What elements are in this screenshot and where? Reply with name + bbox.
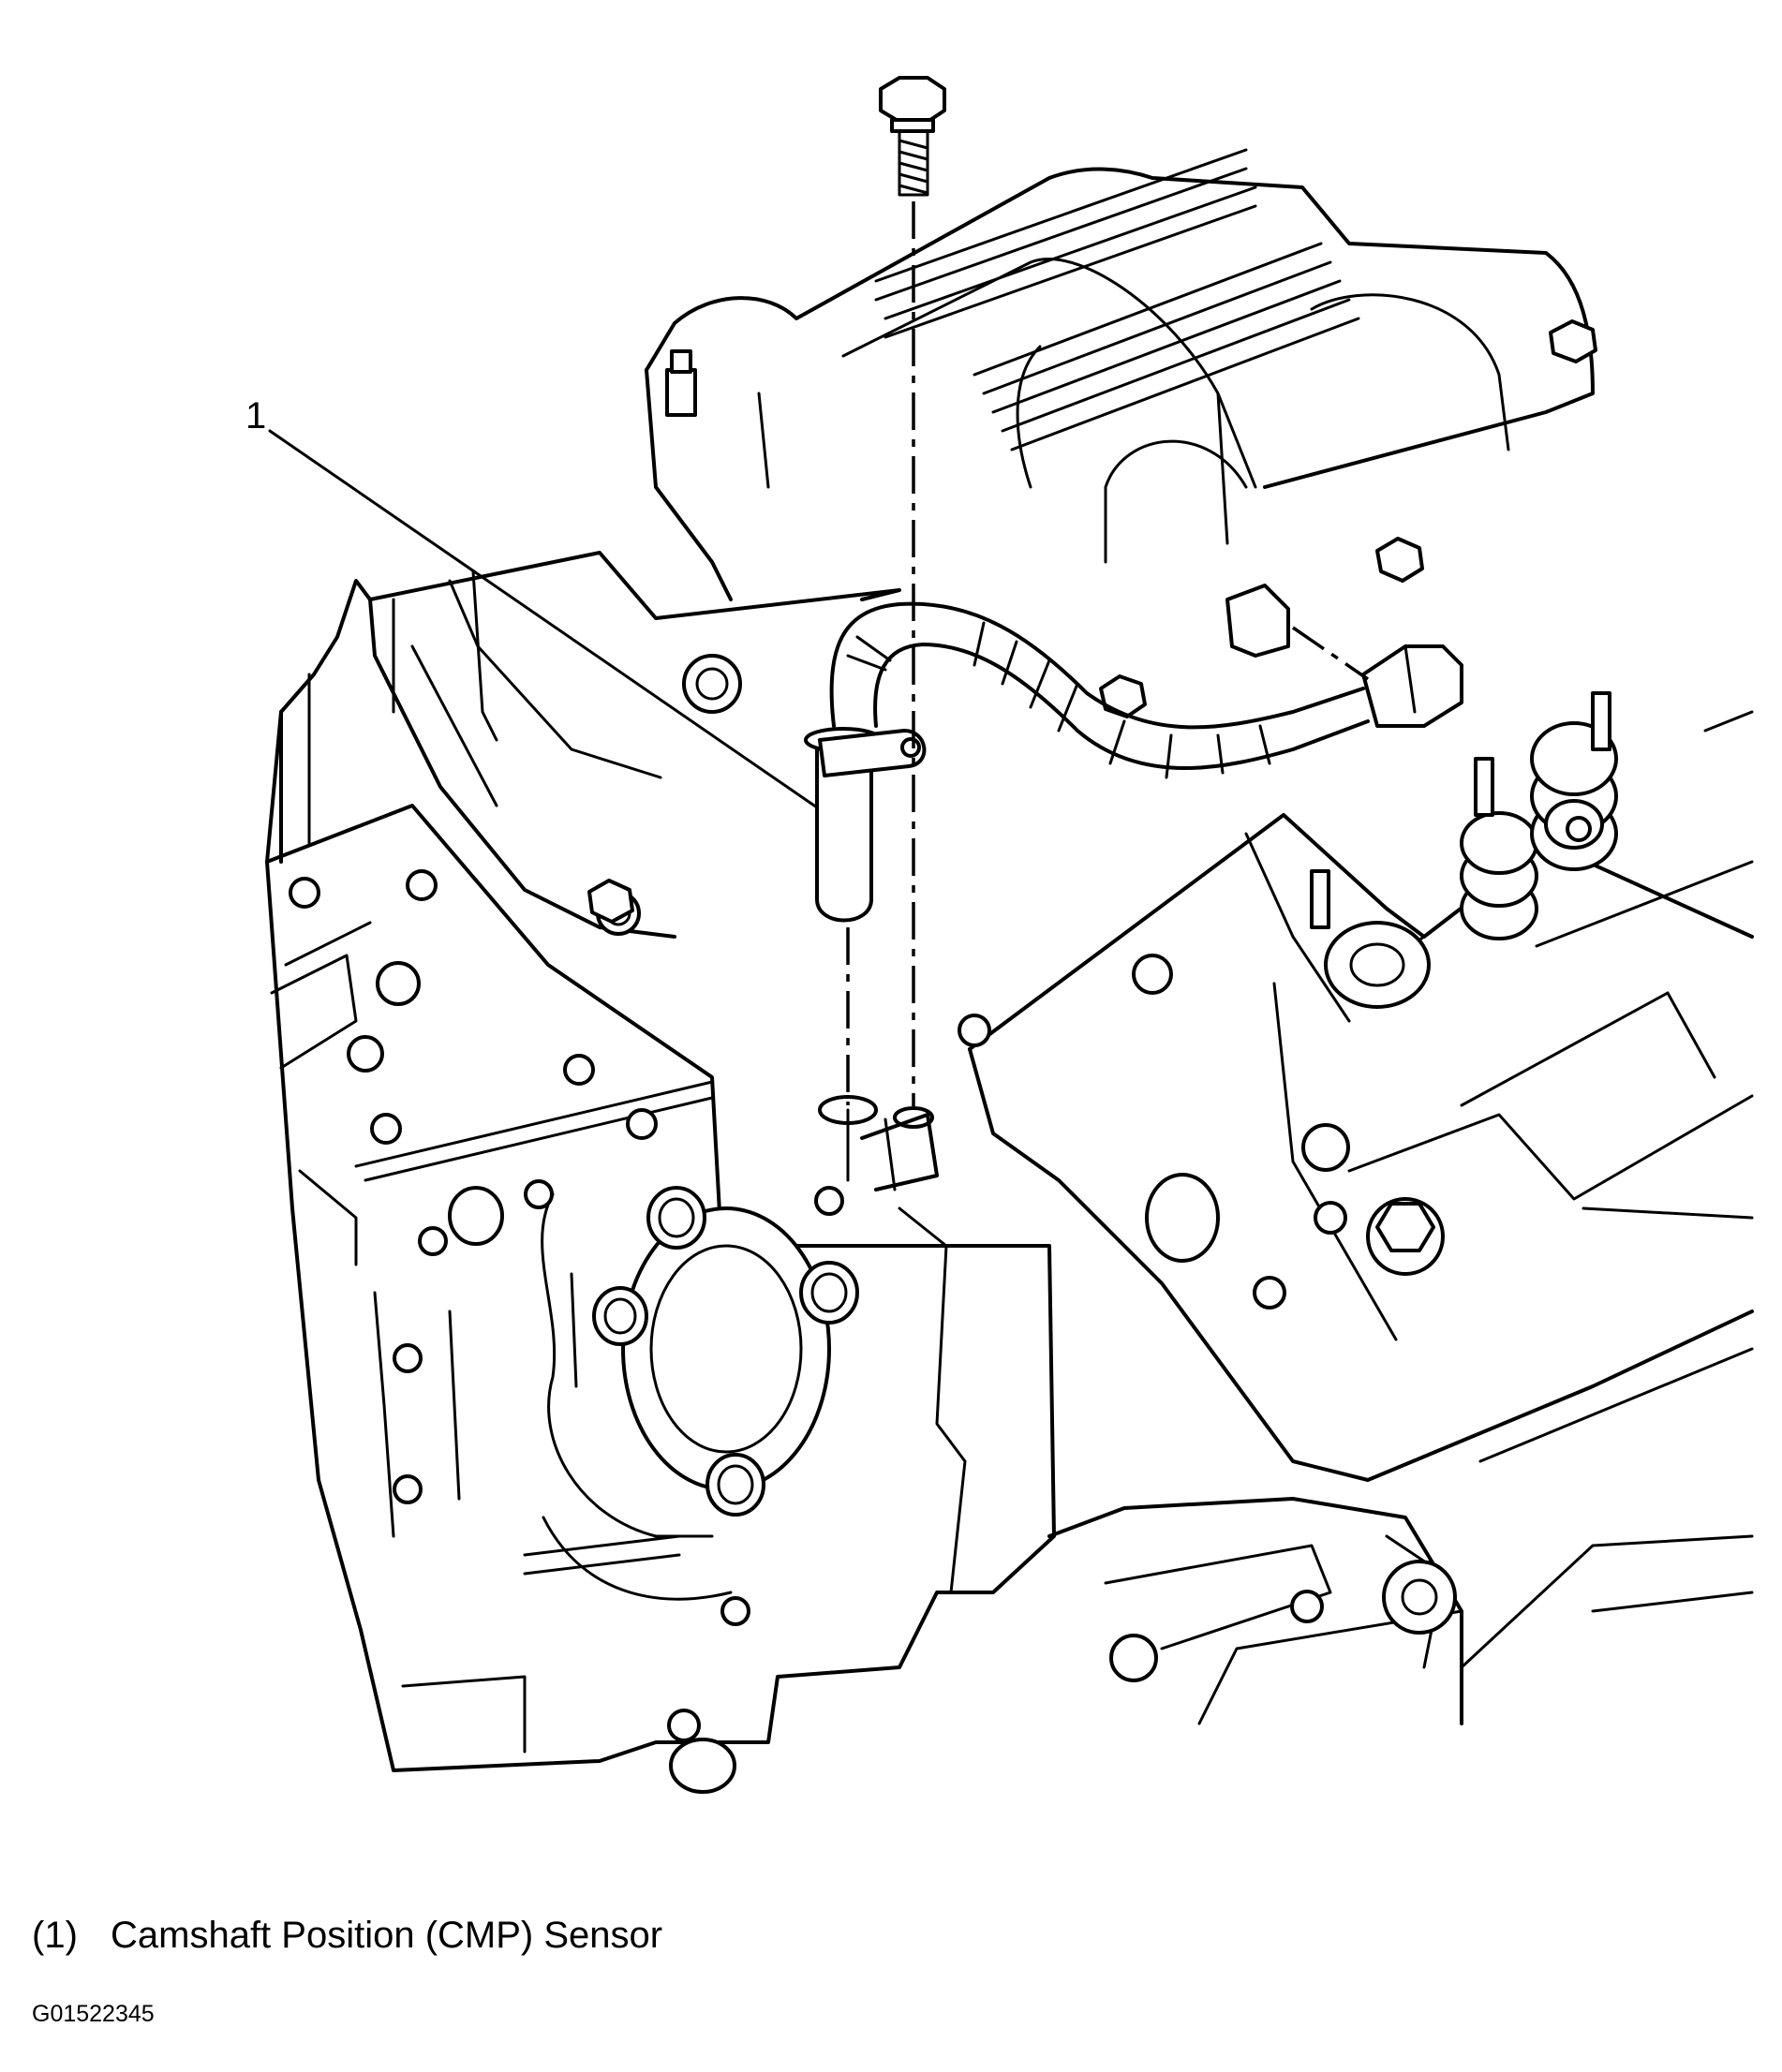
engine-diagram: 1	[245, 76, 1754, 1794]
callout-number: 1	[245, 395, 266, 437]
camshaft-hub	[448, 1186, 859, 1794]
camshaft-position-sensor	[804, 584, 1463, 1191]
sensor-bolt	[879, 76, 946, 197]
installation-lines	[846, 201, 1369, 1110]
valve-springs	[1310, 691, 1618, 1009]
cover-bolt-holes	[289, 869, 844, 1742]
callout-1: 1	[245, 395, 819, 809]
left-cylinder-head	[265, 551, 901, 1073]
figure-id: G01522345	[32, 2001, 155, 2027]
legend-label: Camshaft Position (CMP) Sensor	[111, 1915, 663, 1956]
right-cylinder-head	[958, 710, 1754, 1482]
intake-manifold	[645, 148, 1595, 601]
lower-engine-block	[1047, 1497, 1754, 1725]
legend: (1) Camshaft Position (CMP) Sensor	[32, 1913, 662, 1958]
legend-number: (1)	[32, 1915, 78, 1956]
engine-front-cover	[265, 804, 1056, 1772]
legend-item: (1) Camshaft Position (CMP) Sensor	[32, 1913, 662, 1958]
manifold-bolts	[587, 319, 1597, 924]
